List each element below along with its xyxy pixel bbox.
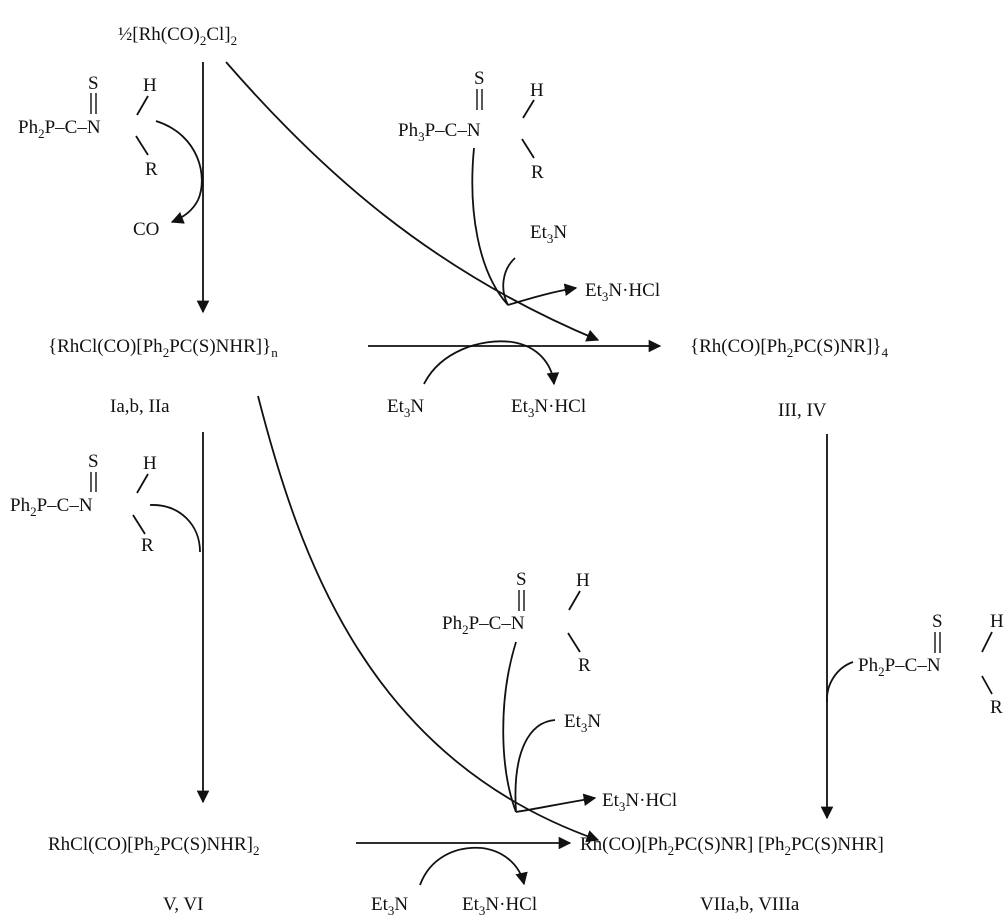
ligand-2-r: R <box>531 162 544 183</box>
ligand-1-phosphine: Ph2P–C–N <box>18 117 101 141</box>
compound-3-label: V, VI <box>163 894 203 915</box>
ligand-3-hydrogen: H <box>143 453 157 474</box>
ligand-1-r: R <box>145 159 158 180</box>
ligand-4-phosphine: Ph2P–C–N <box>442 613 525 637</box>
ligand-5-r: R <box>990 697 1003 718</box>
compound-1: {RhCl(CO)[Ph2PC(S)NHR]}n <box>48 336 278 360</box>
ligand-3-phosphine: Ph2P–C–N <box>10 495 93 519</box>
ligand-5-hydrogen: H <box>990 611 1004 632</box>
arrow-c1-to-c4 <box>257 395 600 843</box>
et3n-3: Et3N <box>564 711 601 735</box>
ligand-4-hydrogen: H <box>576 570 590 591</box>
et3nhcl-3: Et3N·HCl <box>602 790 677 814</box>
ligand-3-r: R <box>141 535 154 556</box>
et3n-2: Et3N <box>387 396 424 420</box>
ligand-4-sulfur: S <box>516 569 527 590</box>
compound-4: Rh(CO)[Ph2PC(S)NR] [Ph2PC(S)NHR] <box>580 834 884 858</box>
ligand-2-hydrogen: H <box>530 80 544 101</box>
ligand-5: S H Ph2P–C–N R <box>858 611 1004 718</box>
ligand-5-sulfur: S <box>932 611 943 632</box>
ligand-3: S H Ph2P–C–N R <box>10 451 157 556</box>
ligand-2: S H Ph3P–C–N R <box>398 68 544 183</box>
et3n-4: Et3N <box>371 894 408 915</box>
ligand-1-hydrogen: H <box>143 75 157 96</box>
compound-2-label: III, IV <box>778 400 827 421</box>
co-byproduct: CO <box>133 219 159 240</box>
ligand-4-r: R <box>578 655 591 676</box>
ligand-2-phosphine: Ph3P–C–N <box>398 120 481 144</box>
ligand-5-phosphine: Ph2P–C–N <box>858 655 941 679</box>
ligand-1-sulfur: S <box>88 73 99 94</box>
et3nhcl-2: Et3N·HCl <box>511 396 586 420</box>
et3nhcl-1: Et3N·HCl <box>585 280 660 304</box>
ligand-2-sulfur: S <box>474 68 485 89</box>
et3nhcl-4: Et3N·HCl <box>462 894 537 915</box>
start-material: ½[Rh(CO)2Cl]2 <box>118 24 237 48</box>
compound-1-label: Ia,b, IIa <box>110 396 170 417</box>
ligand-4: S H Ph2P–C–N R <box>442 569 591 676</box>
ligand-3-sulfur: S <box>88 451 99 472</box>
compound-3: RhCl(CO)[Ph2PC(S)NHR]2 <box>48 834 259 858</box>
compound-2: {Rh(CO)[Ph2PC(S)NR]}4 <box>690 336 889 360</box>
arrow-start-to-c2 <box>225 61 600 342</box>
et3n-1: Et3N <box>530 222 567 246</box>
compound-4-label: VIIa,b, VIIIa <box>700 894 800 915</box>
ligand-1: S H Ph2P–C–N R <box>18 73 158 180</box>
